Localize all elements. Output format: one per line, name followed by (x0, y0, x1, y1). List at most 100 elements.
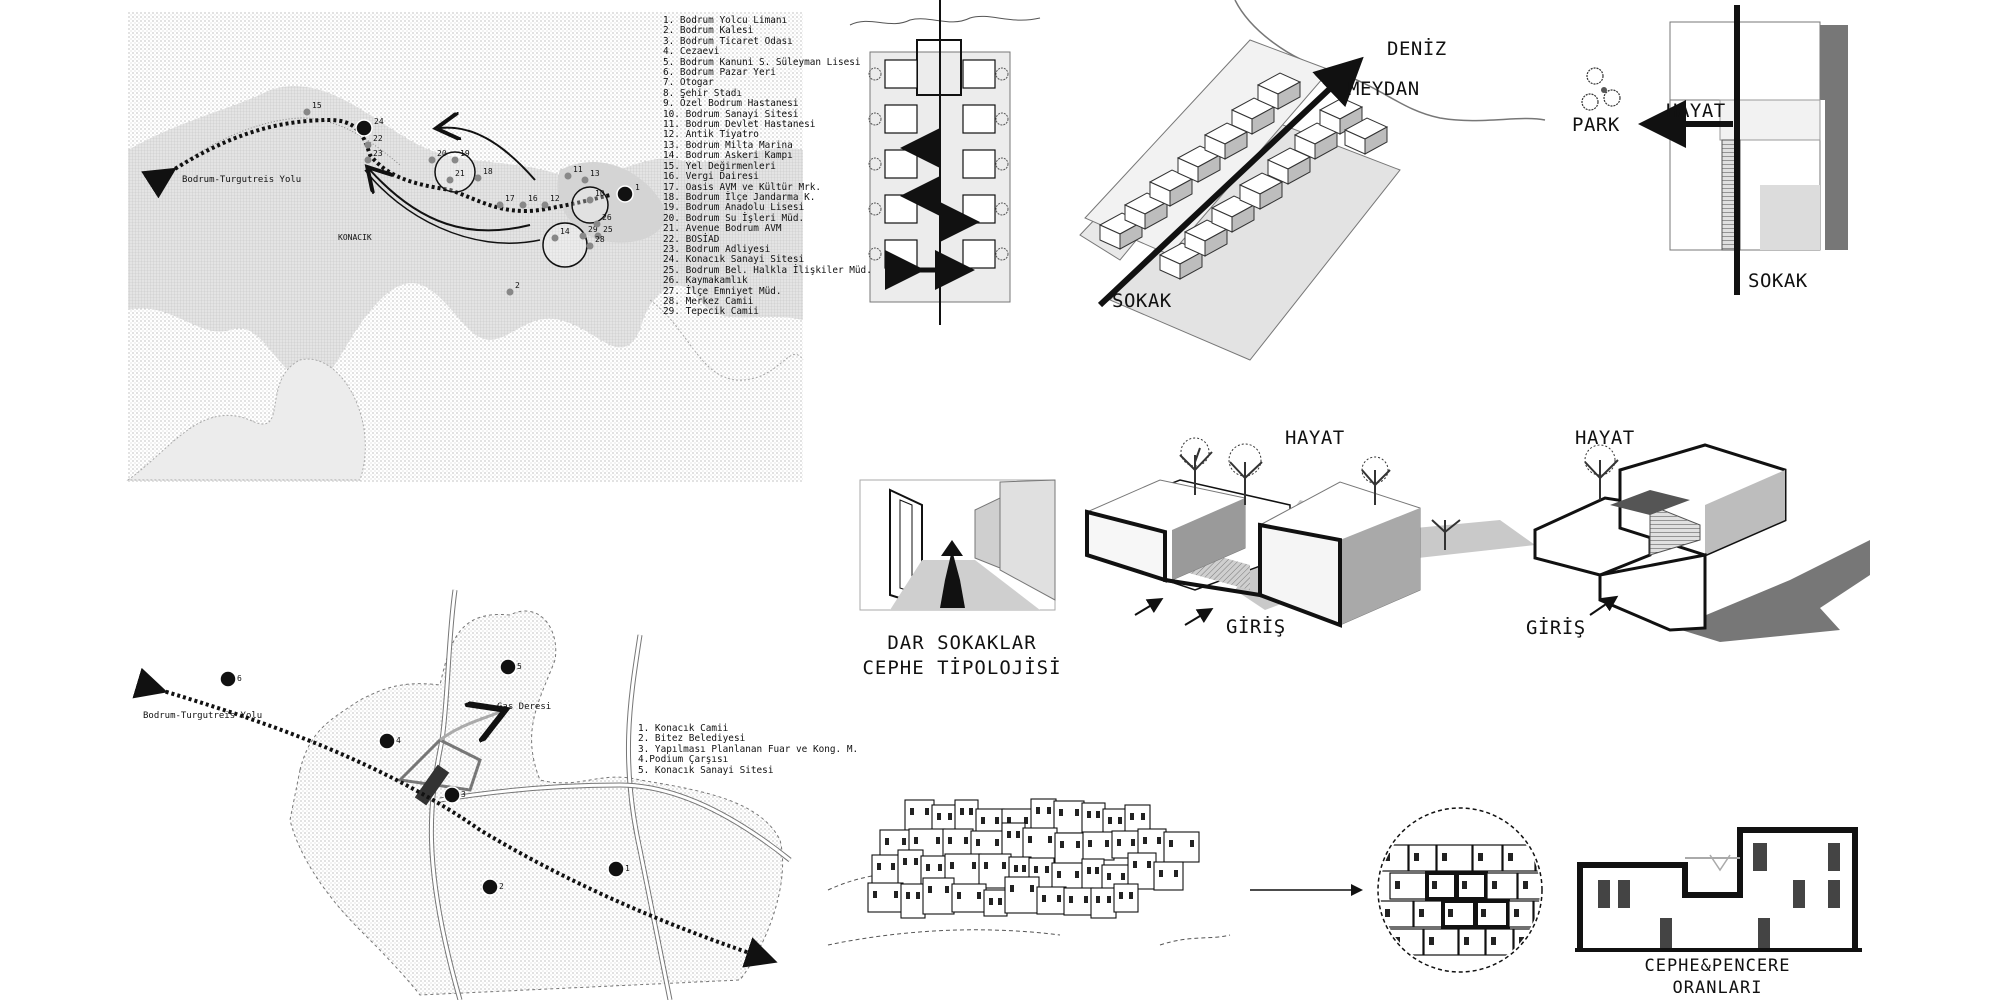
town-house (1113, 883, 1139, 913)
town-window (873, 891, 877, 898)
town-window (1007, 817, 1011, 824)
town-window (1174, 870, 1178, 877)
town-house (904, 799, 935, 834)
town-house (1081, 858, 1105, 890)
zoom-window (1541, 853, 1546, 861)
legend-item: 13. Bodrum Milta Marina (663, 139, 793, 151)
legend-item: 5. Bodrum Kanuni S. Süleyman Lisesi (663, 56, 861, 68)
legend-item: 28. Merkez Camii (663, 295, 754, 307)
plan-tree (868, 67, 882, 81)
zoom-window (1385, 909, 1390, 917)
town-house (1004, 876, 1040, 914)
town-window (1121, 873, 1125, 880)
contour-line (159, 117, 401, 181)
plan-tree (995, 112, 1009, 126)
legend-item: 12. Antik Tiyatro (663, 129, 759, 141)
zoom-house (1486, 872, 1518, 900)
narrow-street-caption: DAR SOKAKLAR CEPHE TİPOLOJİSİ (842, 631, 1082, 681)
deniz-label: DENİZ (1387, 38, 1447, 60)
legend-item: 27. İlçe Emniyet Müd. (663, 285, 782, 297)
zoom-window (1508, 853, 1513, 861)
zoom-window (1492, 881, 1497, 889)
town-window (1096, 811, 1100, 818)
legend-item: 7. Otogar (663, 77, 714, 89)
town-house (1036, 886, 1067, 915)
zoom-house (1455, 871, 1488, 901)
town-window (1057, 895, 1061, 902)
legend-item: 20. Bodrum Su İşleri Müd. (663, 212, 805, 224)
town-house (1082, 831, 1115, 861)
plan-house (962, 194, 996, 224)
plan-house (962, 149, 996, 179)
legend-item: 21. Avenue Bodrum AVM (663, 223, 782, 235)
courtyard-diagram-2 (1533, 443, 1870, 642)
street-wall-right-2 (974, 497, 1001, 569)
town-window (1036, 807, 1040, 814)
plan-house (884, 239, 918, 269)
landmark-number: 10 (595, 189, 605, 198)
landmark-point (496, 201, 504, 209)
town-window (1107, 896, 1111, 903)
town-houses (867, 798, 1200, 919)
landmark-point (579, 232, 587, 240)
zoom-window (1523, 881, 1528, 889)
axon-blocks-diagram (1079, 0, 1546, 361)
narrow-street-caption-line2: CEPHE TİPOLOJİSİ (862, 657, 1062, 679)
town-window (1075, 809, 1079, 816)
town-window (995, 817, 999, 824)
zoom-house (1380, 900, 1414, 928)
plan-house (884, 104, 918, 134)
hayat-plan-diagram (1581, 5, 1848, 295)
town-window (1042, 895, 1046, 902)
landmark-point (616, 185, 634, 203)
town-window (1022, 865, 1026, 872)
zoom-window (1519, 937, 1524, 945)
zoom-house (1441, 899, 1477, 929)
town-window (960, 808, 964, 815)
town-window (1014, 865, 1018, 872)
hayat-sokak-label: SOKAK (1748, 270, 1808, 292)
town-window (1117, 839, 1121, 846)
town-window (984, 862, 988, 869)
plan-house (884, 59, 918, 89)
park-label: PARK (1572, 114, 1620, 136)
axon-house-side (1224, 131, 1248, 160)
town-window (1047, 807, 1051, 814)
coastline (1234, 0, 1546, 122)
landmark-number: 13 (590, 169, 600, 178)
konacik-point-number: 2 (499, 882, 504, 891)
town-window (964, 837, 968, 844)
zoom-house (1474, 899, 1510, 929)
plan-tree (995, 202, 1009, 216)
legend-item: 14. Bodrum Askeri Kampı (663, 150, 793, 162)
legend-item: 11. Bodrum Devlet Hastanesi (663, 119, 816, 131)
town-house (871, 854, 901, 887)
town-house (983, 889, 1008, 917)
konacik-point (378, 732, 396, 750)
konacik-point (499, 658, 517, 676)
street-ground (890, 560, 1040, 610)
plan-tree (868, 112, 882, 126)
town-window (1108, 817, 1112, 824)
town-house (1022, 827, 1058, 861)
town-window (957, 892, 961, 899)
town-window (995, 839, 999, 846)
growth-arrow-1 (440, 128, 536, 181)
narrow-street-caption-line1: DAR SOKAKLAR (887, 632, 1037, 654)
axon-house-side (1204, 228, 1228, 257)
town-window (925, 808, 929, 815)
legend-item: 24. Konacık Sanayi Sitesi (663, 254, 805, 266)
hayat-plan-label: HAYAT (1666, 100, 1726, 122)
axon-house-side (1179, 251, 1203, 280)
landmark-point (428, 156, 436, 164)
hillside-town (827, 798, 1546, 973)
town-window (1075, 871, 1079, 878)
court2-stairs (1649, 504, 1701, 556)
konacik-point (219, 670, 237, 688)
zoom-house (1535, 844, 1540, 872)
legend-item: 2. Bitez Belediyesi (638, 733, 746, 745)
town-window (1016, 831, 1020, 838)
landmark-point (564, 172, 572, 180)
